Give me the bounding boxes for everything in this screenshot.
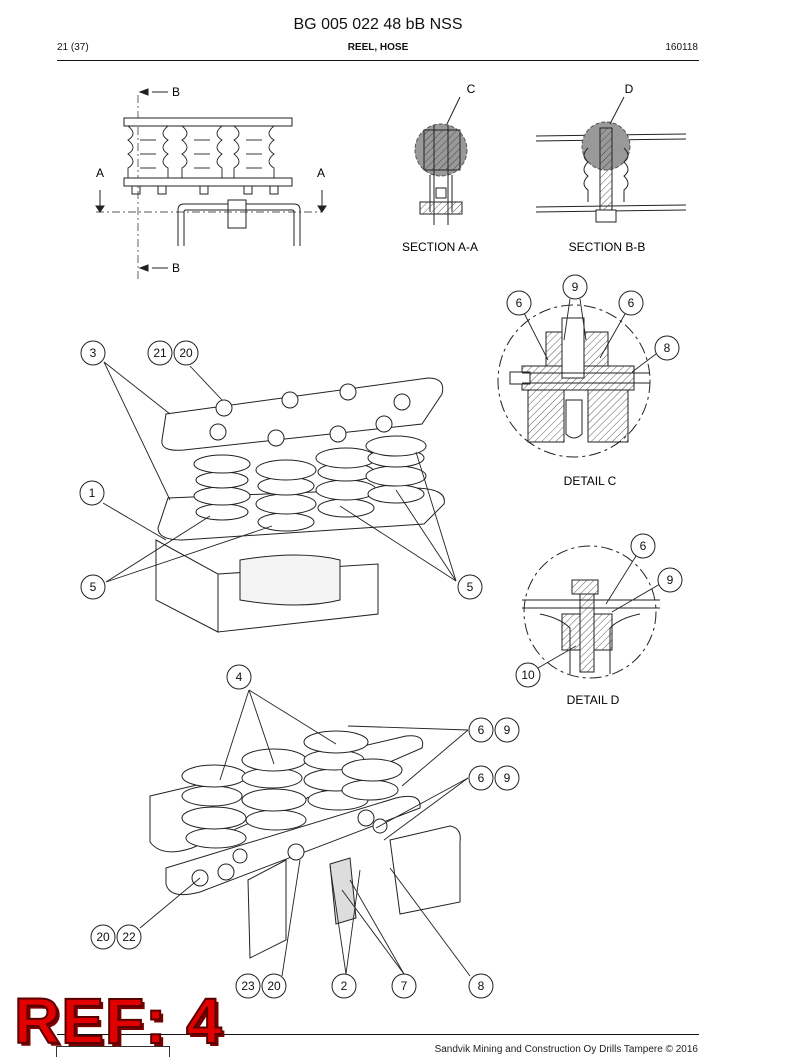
callout-6: 6 xyxy=(640,539,647,553)
callout-6: 6 xyxy=(516,296,523,310)
callout-1: 1 xyxy=(89,486,96,500)
detail-c-marker: C xyxy=(467,82,476,96)
detail-c-leaders xyxy=(523,298,657,373)
section-aa-label: SECTION A-A xyxy=(402,240,478,254)
cut-label-a-right: A xyxy=(317,166,325,180)
callout-9: 9 xyxy=(504,771,511,785)
callout-5: 5 xyxy=(90,580,97,594)
detail-d-view xyxy=(522,545,660,679)
upper-assembly-leaders xyxy=(102,361,457,583)
sandvik-logo xyxy=(56,1046,170,1057)
detail-d-leaders xyxy=(537,555,661,669)
callout-9: 9 xyxy=(667,573,674,587)
callout-9: 9 xyxy=(504,723,511,737)
detail-d-marker: D xyxy=(625,82,634,96)
callout-23: 23 xyxy=(241,979,255,993)
callout-20: 20 xyxy=(179,346,193,360)
callout-2: 2 xyxy=(341,979,348,993)
callout-6: 6 xyxy=(628,296,635,310)
callout-21: 21 xyxy=(153,346,167,360)
page-number: 21 (37) xyxy=(57,42,89,53)
callout-4: 4 xyxy=(236,670,243,684)
callout-8: 8 xyxy=(478,979,485,993)
upper-assembly-view xyxy=(155,377,445,633)
callout-7: 7 xyxy=(401,979,408,993)
callout-bubbles xyxy=(79,274,683,999)
copyright: Sandvik Mining and Construction Oy Drill… xyxy=(434,1044,698,1055)
cut-label-a-left: A xyxy=(96,166,104,180)
document-title: BG 005 022 48 bB NSS xyxy=(293,16,463,33)
callout-20: 20 xyxy=(96,930,110,944)
section-bb-label: SECTION B-B xyxy=(569,240,646,254)
detail-c-label: DETAIL C xyxy=(564,474,617,488)
callout-6: 6 xyxy=(478,771,485,785)
lower-assembly-leaders xyxy=(139,689,471,977)
callout-22: 22 xyxy=(122,930,136,944)
front-view xyxy=(95,88,327,280)
lower-assembly-view xyxy=(149,730,461,959)
section-aa-view xyxy=(414,96,468,225)
section-bb-view xyxy=(535,96,687,223)
cut-label-b-bottom: B xyxy=(172,261,180,275)
callout-10: 10 xyxy=(521,668,535,682)
callout-9: 9 xyxy=(572,280,579,294)
callout-8: 8 xyxy=(664,341,671,355)
header-rule xyxy=(57,60,699,61)
cut-label-b-top: B xyxy=(172,85,180,99)
callout-5: 5 xyxy=(467,580,474,594)
callout-6: 6 xyxy=(478,723,485,737)
section-title: REEL, HOSE xyxy=(347,42,409,53)
callout-3: 3 xyxy=(90,346,97,360)
detail-d-label: DETAIL D xyxy=(567,693,620,707)
callout-20: 20 xyxy=(267,979,281,993)
detail-c-view xyxy=(497,304,651,458)
ref-stamp: REF: 4 xyxy=(13,984,223,1058)
date-code: 160118 xyxy=(665,42,698,53)
footer-rule xyxy=(57,1034,699,1035)
